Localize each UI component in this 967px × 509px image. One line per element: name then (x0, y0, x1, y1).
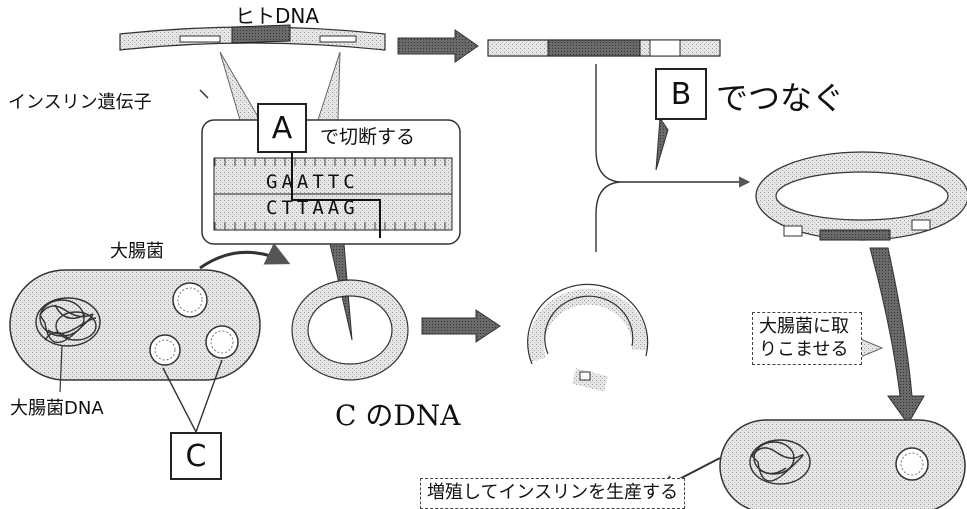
transformed-ecoli-cell (720, 420, 965, 509)
extracted-gene-fragment (488, 40, 720, 56)
ecoli-cell (10, 270, 260, 380)
insulin-gene-label: インスリン遺伝子 (8, 94, 152, 112)
box-b: B (655, 68, 707, 120)
insert-label-line1: 大腸菌に取 (759, 316, 849, 337)
human-dna-strand (120, 25, 385, 50)
box-c: C (170, 432, 222, 480)
join-caption: でつなぐ (716, 82, 844, 114)
c-dna-label: C のDNA (335, 402, 461, 430)
produce-label: 増殖してインスリンを生産する (420, 478, 685, 509)
insert-label: 大腸菌に取 りこませる (752, 312, 862, 365)
ecoli-dna-label: 大腸菌DNA (10, 400, 104, 418)
cut-site-pointer-right (318, 52, 340, 120)
arrow-cut-plasmid (422, 310, 500, 342)
cut-caption: で切断する (320, 128, 415, 147)
arrow-isolate-plasmid (200, 252, 286, 268)
sequence-bottom: CTTAAG (266, 199, 359, 218)
human-dna-label: ヒトDNA (235, 6, 319, 26)
opened-plasmid (528, 284, 648, 384)
gene-leader-line (200, 90, 208, 98)
cut-site-pointer-left (220, 52, 260, 120)
box-a: A (257, 103, 307, 153)
ecoli-label: 大腸菌 (110, 243, 164, 261)
arrow-insert (870, 248, 924, 424)
recombinant-plasmid (756, 152, 967, 240)
sequence-top: GAATTC (266, 173, 359, 192)
join-pointer (656, 118, 668, 170)
insert-label-line2: りこませる (759, 339, 848, 360)
arrow-extract (398, 30, 478, 62)
